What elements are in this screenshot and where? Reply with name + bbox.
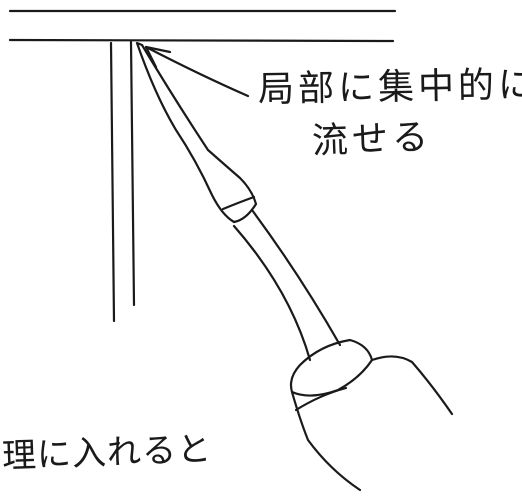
nozzle-cone [232,208,342,362]
post-left-edge [109,41,116,323]
annotation-text-line2: 流せる [311,116,433,163]
bottom-note-text: 理に入れると [1,429,213,477]
cartridge-ring [289,338,374,397]
nozzle-collar [221,195,256,211]
nozzle-tip [135,41,258,224]
top-rail-lower [8,38,395,43]
cartridge-shoulder [294,386,348,412]
annotation-arrow-line [144,45,250,98]
cartridge-barrel [290,355,454,492]
annotation-text-line1: 局部に集中的に [257,64,522,111]
post-right-edge [129,40,136,307]
